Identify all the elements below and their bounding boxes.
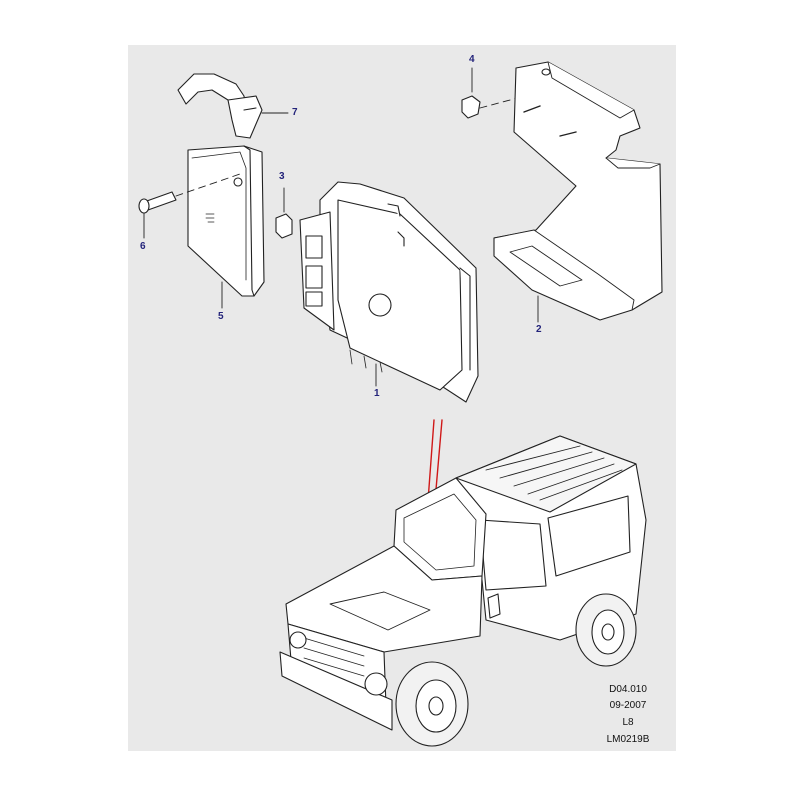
callout-4: 4: [469, 54, 475, 65]
part-6-bolt: [138, 173, 241, 239]
part-2-bracket: [493, 61, 663, 323]
callout-5: 5: [218, 311, 224, 322]
illustration-id: LM0219B: [606, 734, 650, 745]
part-1-ecu-module: [299, 181, 479, 403]
part-3-nut: [275, 187, 293, 239]
callout-7: 7: [292, 107, 298, 118]
callout-1: 1: [374, 388, 380, 399]
callout-6: 6: [140, 241, 146, 252]
callout-2: 2: [536, 324, 542, 335]
part-7-clip-bracket: [177, 73, 289, 139]
part-5-mounting-plate: [187, 145, 265, 309]
reference-level: L8: [622, 717, 634, 728]
reference-date: 09-2007: [609, 700, 647, 711]
reference-code: D04.010: [609, 684, 647, 695]
part-4-nut: [461, 67, 541, 119]
callout-3: 3: [279, 171, 285, 182]
vehicle-outline: [279, 435, 647, 747]
